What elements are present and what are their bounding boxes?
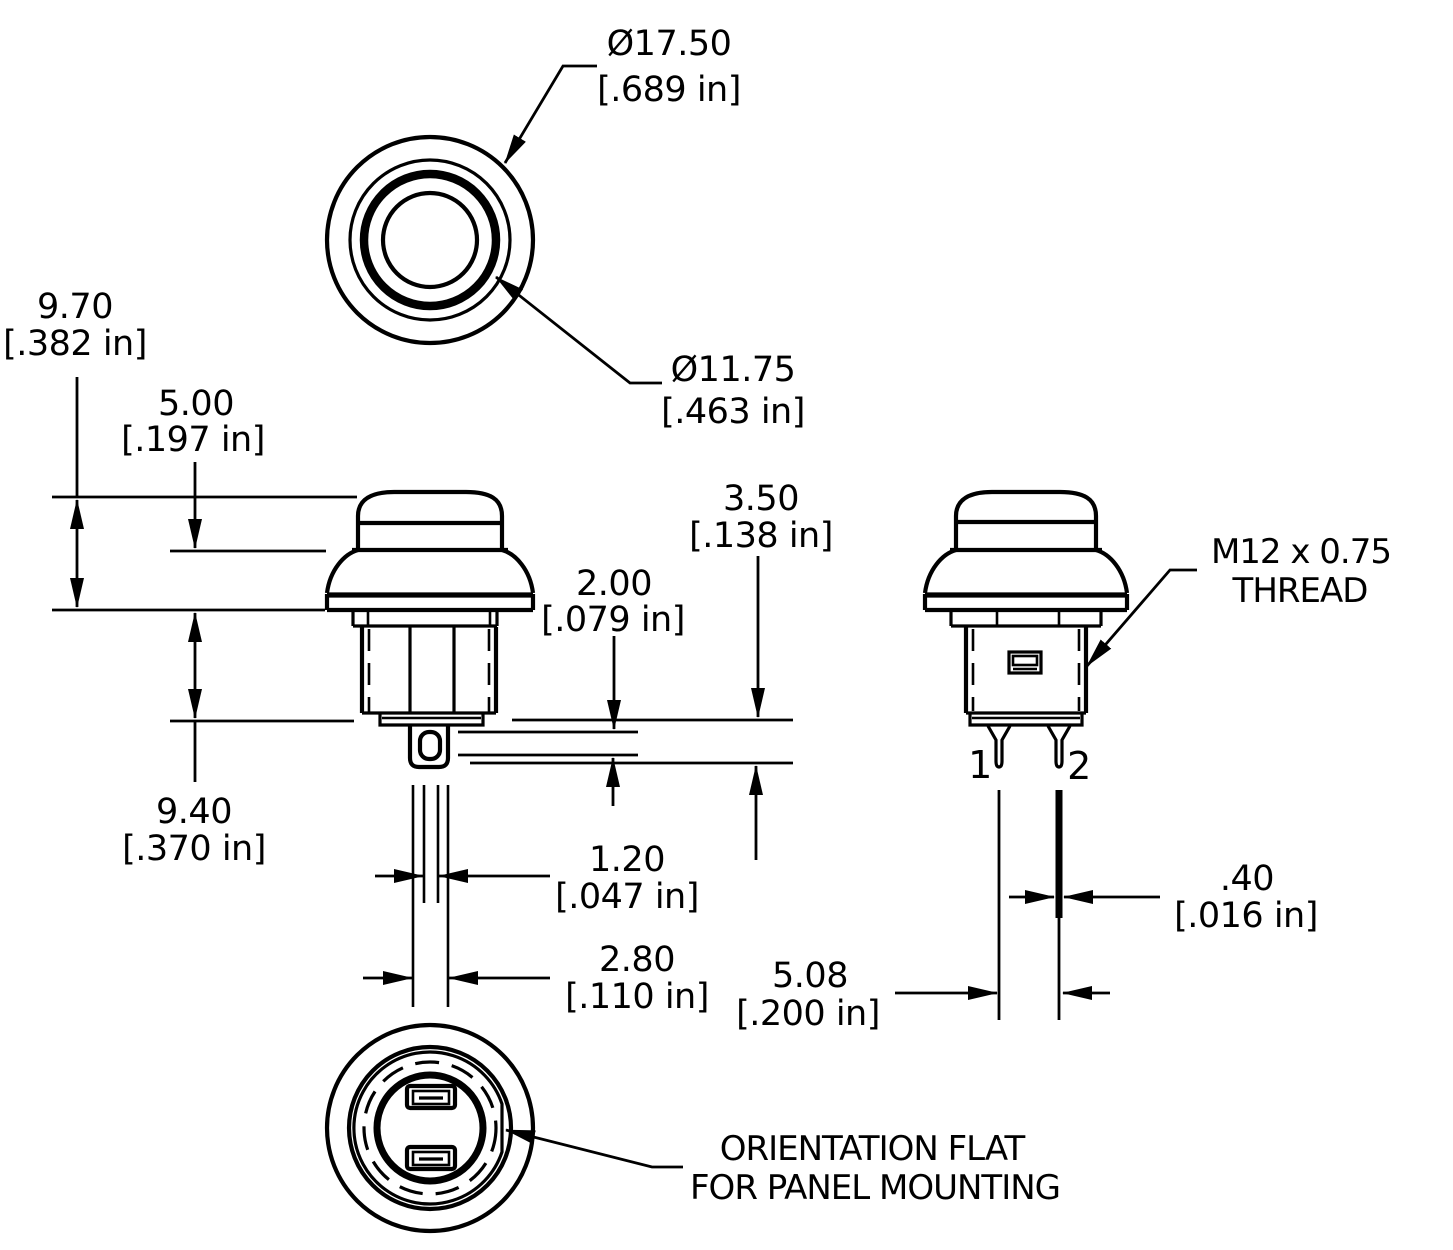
dimension-annotations bbox=[52, 377, 1197, 1020]
front-skirt-right bbox=[501, 547, 536, 594]
orientation-flat-leader-line bbox=[505, 1128, 683, 1169]
top-view bbox=[324, 64, 662, 385]
outer-dia-inches: [.689 in] bbox=[597, 70, 741, 110]
terminal-2-label: 2 bbox=[1067, 744, 1091, 788]
pin-spacing-inches: [.200 in] bbox=[736, 994, 880, 1034]
side-pin-2 bbox=[1046, 725, 1072, 769]
front-terminal-slot bbox=[417, 729, 443, 762]
terminal-slot-value: 2.00 bbox=[576, 564, 652, 604]
cap-height-value: 5.00 bbox=[158, 384, 234, 424]
slot-width-inches: [.047 in] bbox=[555, 877, 699, 917]
front-cap-outline bbox=[355, 489, 505, 550]
thread-leader-line bbox=[1085, 568, 1197, 667]
outer-dia-value: Ø17.50 bbox=[607, 24, 732, 64]
bottom-view-thread-minor-dashed bbox=[362, 1060, 498, 1196]
terminal-width-inches: [.110 in] bbox=[565, 977, 709, 1017]
bottom-view-thread-major-with-flat bbox=[352, 1050, 504, 1206]
side-skirt-right bbox=[1095, 547, 1130, 594]
bottom-terminal-slot-bottom-inner bbox=[411, 1150, 451, 1167]
bottom-view-core-circle bbox=[373, 1071, 487, 1185]
front-terminal-tab bbox=[407, 725, 451, 770]
pin-spacing-value: 5.08 bbox=[772, 956, 848, 996]
button-dia-value: Ø11.75 bbox=[671, 350, 796, 390]
top-view-plunger-circle bbox=[380, 190, 480, 290]
terminal-length-inches: [.138 in] bbox=[689, 516, 833, 556]
front-skirt-left bbox=[324, 547, 359, 594]
outer-dia-leader-line bbox=[503, 64, 597, 164]
slot-width-value: 1.20 bbox=[589, 840, 665, 880]
bottom-view-flange-circle bbox=[346, 1044, 514, 1212]
body-depth-value: 9.40 bbox=[156, 792, 232, 832]
front-view bbox=[324, 489, 536, 1007]
terminal-1-label: 1 bbox=[968, 743, 992, 787]
front-bottom-cap bbox=[378, 713, 485, 727]
labels: Ø17.50 [.689 in] Ø11.75 [.463 in] 9.70 [… bbox=[3, 24, 1392, 1208]
thread-callout-line2: THREAD bbox=[1232, 571, 1368, 611]
top-view-bezel-outer-circle bbox=[324, 134, 536, 346]
pin-thickness-value: .40 bbox=[1220, 859, 1274, 899]
total-height-value: 9.70 bbox=[37, 287, 113, 327]
bottom-view-outer-circle bbox=[324, 1022, 536, 1234]
terminal-width-value: 2.80 bbox=[599, 940, 675, 980]
side-cap-outline bbox=[953, 489, 1099, 550]
side-orientation-flat-outer bbox=[1007, 650, 1043, 675]
terminal-slot-inches: [.079 in] bbox=[541, 600, 685, 640]
side-skirt-left bbox=[922, 547, 957, 594]
bottom-view bbox=[324, 1022, 683, 1234]
body-depth-inches: [.370 in] bbox=[122, 829, 266, 869]
side-orientation-flat-inner bbox=[1011, 654, 1039, 667]
bottom-terminal-slot-top-inner bbox=[411, 1089, 451, 1106]
button-dia-leader-line bbox=[495, 275, 662, 385]
top-view-bezel-inner-circle bbox=[348, 158, 512, 322]
side-pin-1 bbox=[986, 725, 1012, 769]
orientation-callout-line2: FOR PANEL MOUNTING bbox=[690, 1168, 1060, 1208]
pin-thickness-inches: [.016 in] bbox=[1174, 896, 1318, 936]
side-view bbox=[922, 489, 1130, 769]
button-dia-inches: [.463 in] bbox=[661, 392, 805, 432]
bottom-terminal-slot-bottom-outer bbox=[404, 1144, 458, 1172]
side-bottom-cap bbox=[968, 713, 1084, 727]
thread-callout-line1: M12 x 0.75 bbox=[1211, 532, 1391, 572]
terminal-length-value: 3.50 bbox=[723, 479, 799, 519]
cap-height-inches: [.197 in] bbox=[121, 420, 265, 460]
bottom-terminal-slot-top-outer bbox=[404, 1083, 458, 1111]
top-view-button-ring bbox=[359, 169, 501, 311]
total-height-inches: [.382 in] bbox=[3, 324, 147, 364]
orientation-callout-line1: ORIENTATION FLAT bbox=[720, 1129, 1026, 1169]
